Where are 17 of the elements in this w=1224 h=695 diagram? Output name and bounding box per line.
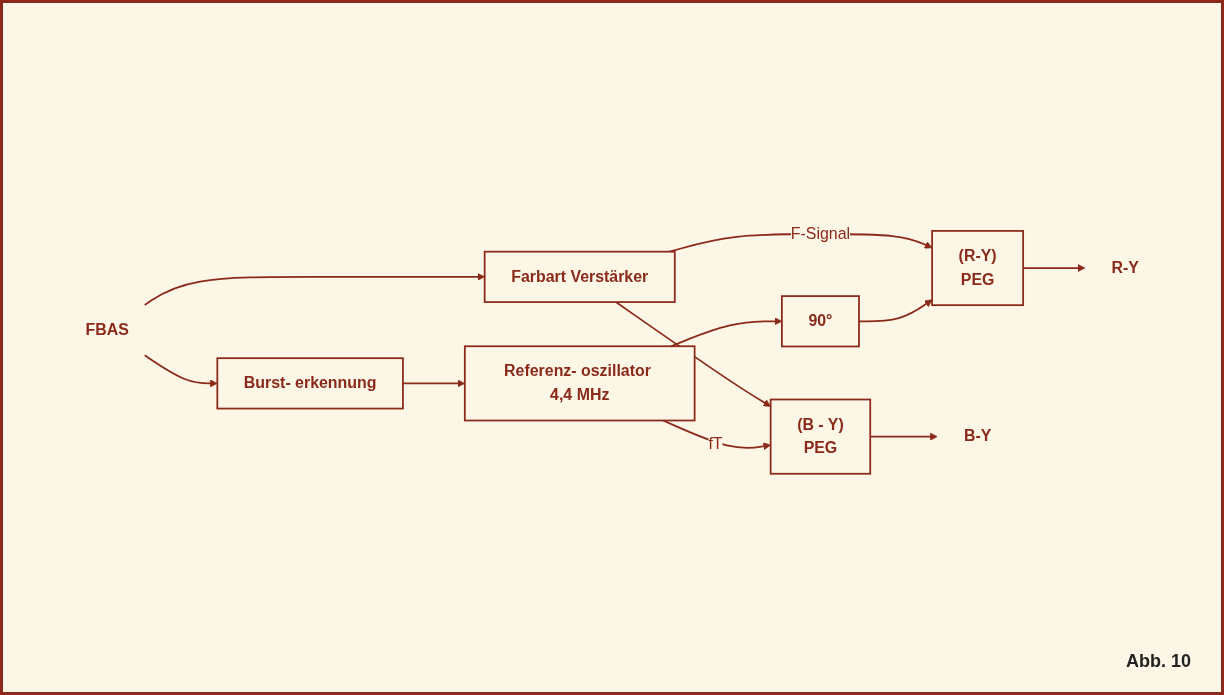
- node-box: Referenz- oszillator 4,4 MHz: [463, 344, 696, 421]
- arrow: [661, 419, 771, 450]
- node-box: (B - Y) PEG: [769, 398, 871, 475]
- arrow: [869, 432, 938, 441]
- node-text: FBAS: [85, 320, 129, 339]
- node-box: 90°: [780, 294, 860, 347]
- arrow: [614, 300, 771, 407]
- arrow: [143, 354, 218, 387]
- arrow: [143, 272, 485, 306]
- edge-label: F-Signal: [790, 224, 850, 242]
- node-text: B-Y: [963, 426, 992, 445]
- node-box: (R-Y) PEG: [930, 229, 1024, 306]
- edge-label: fT: [708, 434, 723, 452]
- node-box: Farbart Verstärker: [483, 250, 676, 303]
- node-text: R-Y: [1111, 258, 1139, 277]
- figure-number: Abb. 10: [1126, 651, 1191, 672]
- node-box: Burst- erkennung: [216, 356, 404, 410]
